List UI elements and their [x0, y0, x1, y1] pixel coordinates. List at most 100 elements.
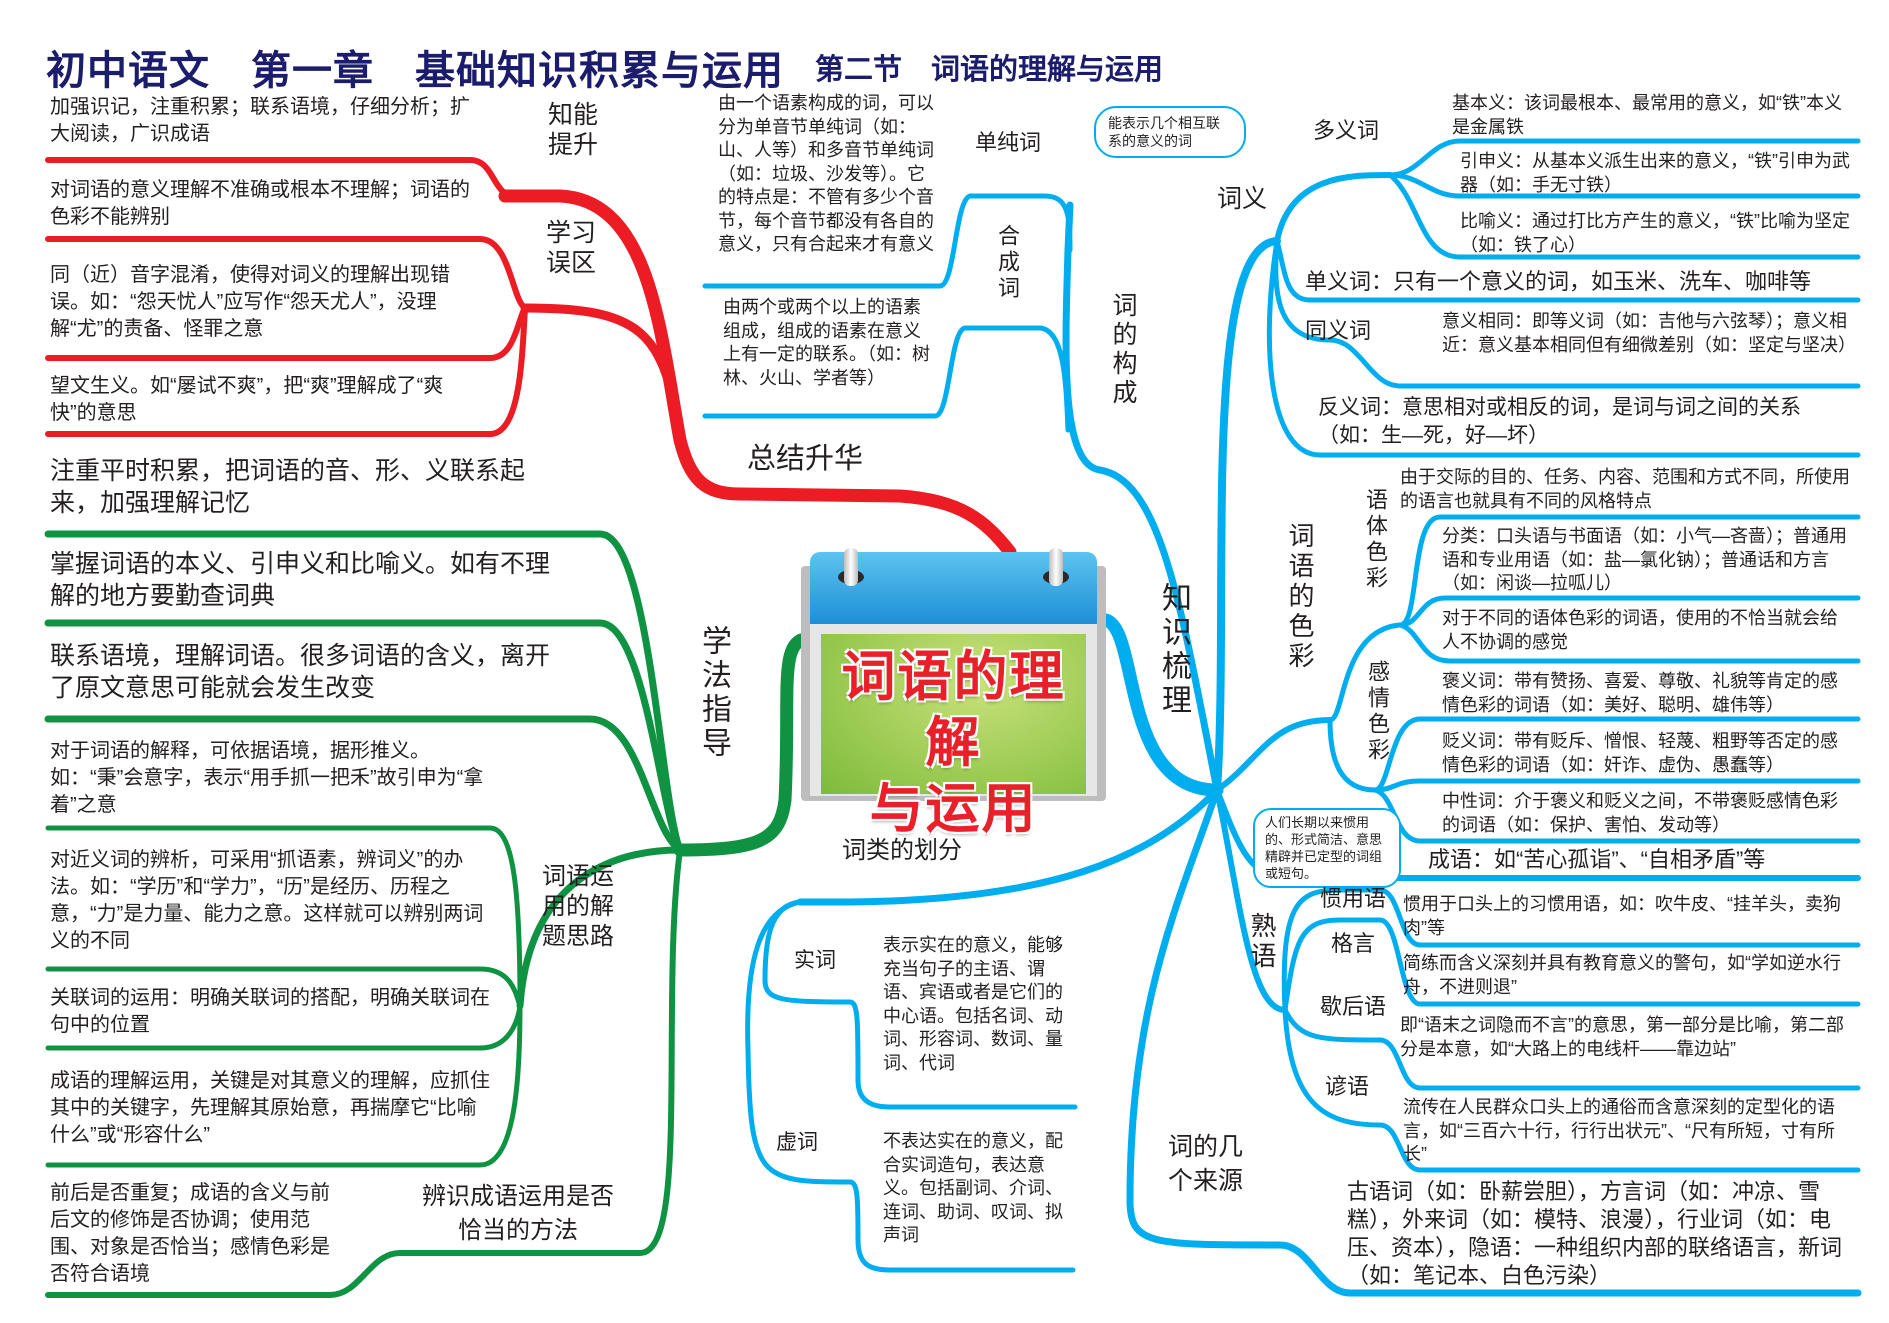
compound-word-text: 由两个或两个以上的语素组成，组成的语素在意义上有一定的联系。（如：树林、火山、学… [723, 297, 930, 388]
synonym-text: 意义相同：即等义词（如：吉他与六弦琴）；意义相近：意义基本相同但有细微差别（如：… [1442, 311, 1856, 355]
blue-leaf [1266, 238, 1861, 458]
central-title: 词语的理解 与运用 [821, 644, 1086, 842]
blue-leaf [1282, 917, 1861, 1013]
mistake-item: 望文生义。如“屡试不爽”，把“爽”理解成了“爽快”的意思 [50, 375, 444, 424]
blue-branch-style [1327, 622, 1403, 723]
method-item: 掌握词语的本义、引申义和比喻义。如有不理解的地方要勤查词典 [50, 550, 551, 610]
blue-branch-phrases [1214, 787, 1288, 1013]
polysemy-item: 比喻义：通过打比方产生的意义，“铁”比喻为坚定（如：铁了心） [1460, 211, 1850, 255]
label-idiom-check: 辨识成语运用是否恰当的方法 [422, 1183, 614, 1244]
label-function-word: 虚词 [776, 1131, 818, 1154]
central-topic: 词语的理解 与运用 [801, 548, 1106, 839]
red-leaf [45, 157, 518, 199]
function-word-text: 不表达实在的意义，配合实词造句，表达意义。包括副词、介词、连词、助词、叹词、拟声… [883, 1131, 1063, 1245]
red-leaf [45, 305, 528, 437]
binder-ring-icon [1049, 548, 1063, 586]
method-item: 注重平时积累，把词语的音、形、义联系起来，加强理解记忆 [50, 457, 526, 517]
blue-leaf [745, 899, 1076, 1273]
blue-leaf [1273, 238, 1861, 389]
idiom-note-bubble: 人们长期以来惯用的、形式简洁、意思精辟并已定型的词组或短句。 [1253, 808, 1401, 888]
phrase-label: 格言 [1331, 931, 1376, 956]
sources-text: 古语词（如：卧薪尝胆），方言词（如：冲凉、雪糕），外来词（如：模特、浪漫），行业… [1347, 1179, 1843, 1288]
emotion-color-item: 贬义词：带有贬斥、憎恨、轻蔑、粗野等否定的感情色彩的词语（如：奸诈、虚伪、愚蠢等… [1442, 731, 1838, 775]
blue-branch-sources [1126, 786, 1862, 1297]
blue-branch-polysemy [1274, 172, 1393, 244]
label-synonym: 同义词 [1305, 318, 1372, 343]
approach-item: 对近义词的辨析，可采用“抓语素，辨词义”的办法。如：“学历”和“学力”，“历”是… [50, 849, 484, 952]
page-title: 初中语文 第一章 基础知识积累与运用 [46, 49, 784, 93]
label-word-color: 词语的色彩 [1285, 522, 1315, 672]
phrase-label: 谚语 [1325, 1074, 1370, 1099]
green-leaf [45, 825, 523, 1009]
green-branch-approach [516, 846, 684, 1010]
blue-branch-color [1214, 717, 1333, 793]
green-leaf [44, 619, 684, 854]
green-branch-lines [44, 530, 808, 1298]
phrase-text: 简练而含义深刻并具有教育意义的警句，如“学如逆水行舟，不进则退” [1403, 953, 1841, 997]
monosemy-text: 单义词：只有一个意义的词，如玉米、洗车、咖啡等 [1305, 269, 1812, 294]
phrase-text: 即“语末之词隐而不言”的意思，第一部分是比喻，第二部分是本意，如“大路上的电线杆… [1400, 1015, 1844, 1059]
label-mistakes: 学习误区 [546, 219, 597, 277]
green-trunk [673, 633, 808, 857]
blue-branch-word-class [796, 786, 1221, 906]
blue-leaf [1282, 1007, 1861, 1091]
blue-leaf [1387, 172, 1861, 260]
green-leaf [45, 847, 683, 1298]
approach-item: 关联词的运用：明确关联词的搭配，明确关联词在句中的位置 [50, 987, 490, 1036]
red-leaf [45, 236, 528, 311]
content-word-text: 表示实在的意义，能够充当句子的主语、谓语、宾语或者是它们的中心语。包括名词、动词… [883, 935, 1063, 1073]
branch-label-method: 学法指导 [697, 625, 730, 761]
label-ability: 知能提升 [548, 101, 599, 159]
label-content-word: 实词 [794, 949, 836, 972]
label-word-class: 词类的划分 [842, 837, 962, 864]
branch-label-knowledge: 知识梳理 [1157, 582, 1190, 718]
central-title-line1: 词语的理解 [841, 647, 1066, 773]
phrase-text: 流传在人民群众口头上的通俗而含意深刻的定型化的语言，如“三百六十行，行行出状元”… [1403, 1097, 1835, 1164]
binder-ring-icon [844, 548, 858, 586]
style-color-item: 分类：口头语与书面语（如：小气—吝啬）；普通用语和专业用语（如：盐—氯化钠）；普… [1442, 526, 1847, 593]
central-title-line2: 与运用 [869, 779, 1038, 839]
blue-trunk [1099, 613, 1224, 797]
red-branch-lines [45, 157, 1017, 559]
label-approach: 词语运用的解题思路 [542, 863, 614, 950]
branch-label-summary: 总结升华 [747, 443, 864, 475]
emotion-color-item: 褒义词：带有赞扬、喜爱、尊敬、礼貌等肯定的感情色彩的词语（如：美好、聪明、雄伟等… [1442, 671, 1838, 715]
idiom-check-text: 前后是否重复；成语的含义与前后文的修饰是否协调；使用范围、对象是否恰当；感情色彩… [50, 1182, 330, 1285]
green-leaf [45, 1003, 523, 1168]
mistake-item: 对词语的意义理解不准确或根本不理解；词语的色彩不能辨别 [50, 179, 470, 228]
style-color-item: 由于交际的目的、任务、内容、范围和方式不同，所使用的语言也就具有不同的风格特点 [1400, 467, 1850, 511]
blue-leaf [1397, 622, 1861, 664]
phrase-label: 惯用语 [1320, 886, 1387, 911]
phrase-label: 歇后语 [1320, 994, 1387, 1019]
green-leaf [44, 715, 684, 854]
blue-leaf [702, 325, 1071, 433]
blue-leaf [1282, 1007, 1861, 1173]
blue-branch-formation [1062, 201, 1221, 794]
blue-branch-meaning [1213, 237, 1281, 794]
label-meaning: 词义 [1217, 185, 1268, 213]
blue-leaf [1274, 238, 1861, 303]
idiom-text: 成语：如“苦心孤诣”、“自相矛盾”等 [1428, 847, 1766, 872]
label-style-color: 语体色彩 [1363, 488, 1388, 592]
phrase-text: 惯用于口头上的习惯用语，如：吹牛皮、“挂羊头，卖狗肉”等 [1403, 894, 1841, 938]
simple-word-text: 由一个语素构成的词，可以分为单音节单纯词（如：山、人等）和多音节单纯词（如：垃圾… [718, 93, 934, 254]
approach-item: 对于词语的解释，可依据语境，据形推义。如：“秉”会意字，表示“用手抓一把禾”故引… [50, 740, 484, 816]
ability-text: 加强识记，注重积累；联系语境，仔细分析；扩大阅读，广识成语 [50, 96, 470, 145]
polysemy-note-bubble: 能表示几个相互联系的意义的词 [1094, 106, 1246, 158]
label-set-phrases: 熟语 [1247, 912, 1277, 972]
style-color-item: 对于不同的语体色彩的词语，使用的不恰当就会给人不协调的感觉 [1442, 608, 1838, 652]
blue-branch-emotion [1327, 717, 1378, 793]
red-trunk [498, 189, 1017, 559]
blue-leaf [1372, 716, 1861, 793]
calendar-panel: 词语的理解 与运用 [821, 634, 1086, 839]
green-leaf [45, 966, 523, 1009]
polysemy-item: 基本义：该词最根本、最常用的意义，如“铁”本义是金属铁 [1452, 93, 1842, 137]
blue-leaf [762, 899, 1078, 1110]
label-compound-word: 合成词 [995, 224, 1020, 302]
mistake-item: 同（近）音字混淆，使得对词义的理解出现错误。如：“怨天忧人”应写作“怨天尤人”，… [50, 264, 450, 340]
polysemy-item: 引申义：从基本义派生出来的意义，“铁”引申为武器（如：手无寸铁） [1460, 151, 1850, 195]
blue-leaf [1397, 595, 1861, 628]
blue-leaf [1397, 514, 1861, 628]
label-formation: 词的构成 [1109, 292, 1137, 408]
